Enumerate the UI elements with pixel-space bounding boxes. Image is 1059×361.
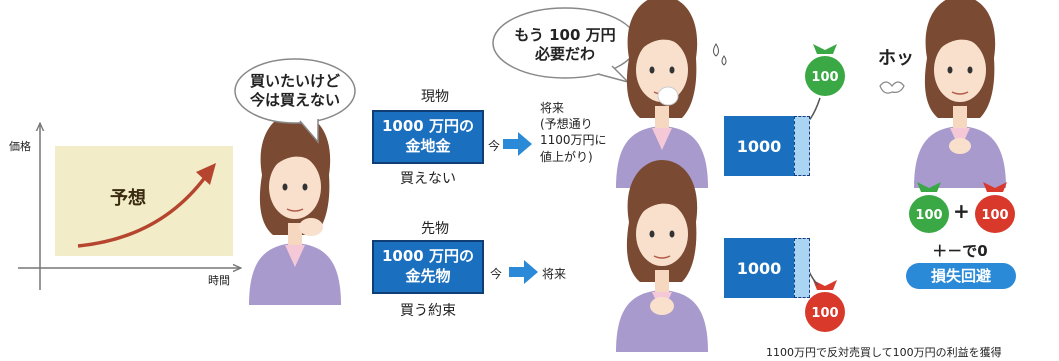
woman-relieved-figure [913, 0, 1007, 189]
spot-value-box: 1000 [724, 116, 794, 176]
bag-amount-green-small: 100 [915, 208, 942, 223]
woman-smiling-figure [615, 159, 709, 353]
sigh-puff-icon [879, 81, 905, 94]
futures-box-line-1: 1000 万円の [382, 247, 474, 265]
futures-value-box: 1000 [724, 238, 794, 298]
speech-need-more-text: もう 100 万円 必要だわ [500, 26, 630, 64]
bag-amount-red-small: 100 [981, 208, 1008, 223]
footer-note: 1100万円で反対売買して100万円の利益を獲得 [766, 346, 1002, 359]
speech-need-line-1: もう 100 万円 [514, 26, 616, 44]
futures-title: 先物 [421, 221, 449, 237]
spot-future-line-3: 1100万円に [540, 133, 607, 148]
forecast-panel [55, 146, 233, 256]
speech-want-text: 買いたいけど 今は買えない [240, 72, 350, 110]
futures-gain-segment [794, 238, 810, 298]
spot-gold-box: 1000 万円の 金地金 [372, 110, 484, 164]
bag-amount-red: 100 [811, 306, 838, 321]
speech-bubble-need-more [492, 7, 638, 84]
price-time-axes [18, 124, 240, 290]
woman-thinking-figure [248, 112, 342, 306]
spot-now-label: 今 [488, 139, 501, 153]
money-bag-green-icon [805, 44, 845, 96]
money-bag-green-small-icon [909, 182, 949, 233]
loss-avoided-badge: 損失回避 [906, 263, 1016, 289]
spot-future-label: 将来 (予想通り 1100万円に 値上がり) [540, 100, 607, 165]
spot-box-line-2: 金地金 [405, 136, 451, 155]
money-bag-red-icon [805, 280, 845, 332]
plus-minus-zero-text: ＋－で0 [932, 242, 988, 260]
plus-sign: + [953, 199, 970, 223]
speech-want-line-2: 今は買えない [249, 90, 340, 109]
woman-worried-figure [615, 0, 709, 189]
futures-future-label: 将来 [542, 267, 567, 281]
bag-amount-green: 100 [811, 70, 838, 85]
forecast-trend-arrowhead [196, 163, 216, 185]
now-to-future-arrow-futures [509, 260, 538, 284]
money-bag-red-small-icon [975, 182, 1015, 233]
spot-gain-segment [794, 116, 810, 176]
spot-title: 現物 [421, 89, 449, 105]
now-to-future-arrow-spot [503, 132, 532, 156]
spot-note: 買えない [400, 171, 456, 187]
x-axis-label: 時間 [208, 274, 230, 287]
futures-note: 買う約束 [400, 303, 456, 319]
speech-need-line-2: 必要だわ [534, 44, 595, 63]
y-axis-label: 価格 [9, 140, 31, 153]
futures-now-label: 今 [490, 267, 503, 281]
forecast-trend-arrow [77, 174, 208, 248]
sweat-drop-icon [713, 43, 727, 66]
relief-text: ホッ [878, 48, 914, 69]
spot-future-line-2: (予想通り [540, 117, 593, 132]
futures-box-line-2: 金先物 [405, 266, 451, 285]
speech-bubble-want [234, 58, 356, 145]
spot-future-line-4: 値上がり) [540, 149, 593, 164]
speech-want-line-1: 買いたいけど [249, 72, 340, 90]
spot-future-line-1: 将来 [540, 101, 565, 115]
forecast-label: 予想 [110, 188, 146, 209]
futures-gold-box: 1000 万円の 金先物 [372, 240, 484, 294]
spot-box-line-1: 1000 万円の [382, 117, 474, 135]
